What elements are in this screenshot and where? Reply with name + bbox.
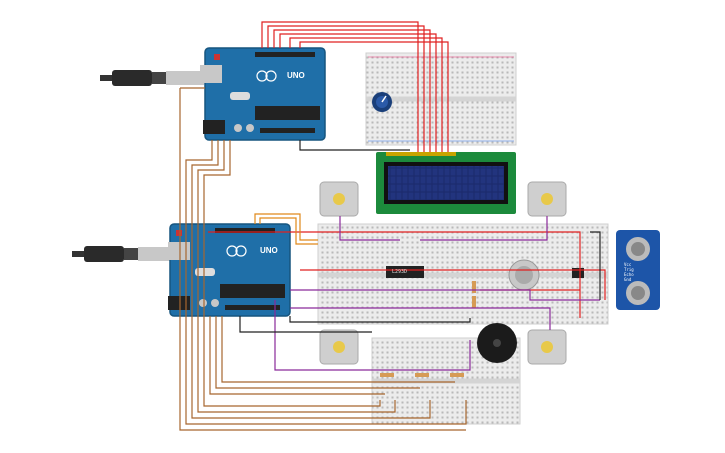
- ultrasonic-pin-labels: Vcc Trig Echo Gnd: [624, 262, 634, 282]
- lcd-16x2[interactable]: [376, 152, 516, 214]
- ultrasonic-sensor[interactable]: [616, 230, 660, 310]
- dc-motor-2[interactable]: [527, 181, 567, 217]
- dc-motor-3[interactable]: [319, 329, 359, 365]
- arduino-bottom-label: UNO: [260, 246, 278, 255]
- wires-red: [208, 21, 606, 318]
- wires-purple: [274, 216, 600, 371]
- gas-sensor[interactable]: [508, 259, 540, 291]
- usb-cable-top[interactable]: [100, 70, 204, 86]
- l293d-label: L293D: [392, 269, 408, 275]
- arduino-uno-bottom[interactable]: [168, 223, 291, 317]
- resistors-bottom: [380, 281, 476, 377]
- arduino-uno-top[interactable]: [200, 47, 326, 141]
- usb-cable-bottom[interactable]: [72, 246, 176, 262]
- potentiometer[interactable]: [372, 92, 392, 112]
- piezo-buzzer[interactable]: [477, 323, 517, 363]
- dc-motor-4[interactable]: [527, 329, 567, 365]
- breadboard-middle[interactable]: [317, 223, 609, 325]
- l293d-chip[interactable]: [386, 266, 424, 278]
- wires-black: [239, 140, 601, 333]
- small-ic[interactable]: [572, 268, 584, 278]
- dc-motor-1[interactable]: [319, 181, 359, 217]
- wires-brown: [179, 87, 467, 431]
- arduino-top-label: UNO: [287, 71, 305, 80]
- wires-orange: [254, 213, 318, 245]
